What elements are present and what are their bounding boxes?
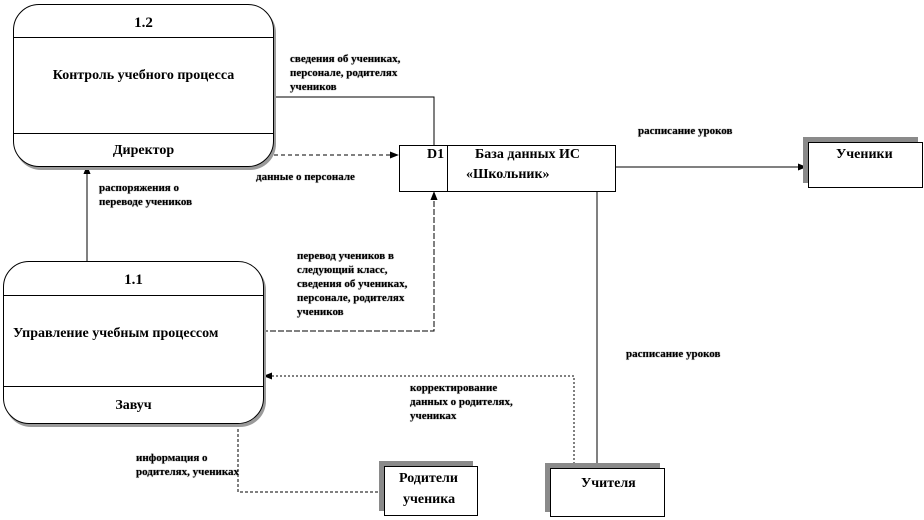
label-db-to-control: сведения об учениках, персонале, родител…	[290, 53, 401, 93]
process-management: 1.1 Управление учебным процессом Завуч	[3, 261, 264, 424]
flow-parents-to-mgmt	[234, 411, 383, 493]
process-name: Контроль учебного процесса	[52, 68, 235, 83]
process-control: 1.2 Контроль учебного процесса Директор	[13, 4, 274, 167]
label-db-to-teachers: расписание уроков	[626, 348, 721, 360]
process-number: 1.2	[134, 15, 153, 31]
datastore-id: D1	[427, 147, 445, 162]
entity-teachers: Учителя	[550, 468, 665, 517]
process-name: Управление учебным процессом	[13, 326, 219, 341]
label-mgmt-to-control: распоряжения о переводе учеников	[99, 182, 193, 208]
process-actor: Директор	[112, 143, 175, 158]
datastore-name-2: «Школьник»	[466, 167, 550, 182]
label-db-to-students: расписание уроков	[638, 125, 733, 137]
entity-parents: Родители ученика	[384, 466, 478, 516]
label-parents-to-mgmt: информация о родителях, учениках	[136, 452, 240, 478]
label-teachers-to-mgmt: корректирование данных о родителях, учен…	[410, 382, 513, 422]
flow-teachers-to-mgmt	[263, 372, 575, 468]
process-number: 1.1	[124, 272, 143, 288]
label-control-to-db: данные о персонале	[256, 171, 355, 183]
flow-db-to-control	[265, 93, 435, 146]
process-actor: Завуч	[115, 398, 152, 413]
flow-mgmt-to-db	[262, 191, 438, 332]
label-mgmt-to-db: перевод учеников в следующий класс, свед…	[297, 250, 408, 318]
entity-students: Ученики	[808, 142, 923, 188]
datastore-d1: D1 База данных ИС «Школьник»	[399, 145, 616, 192]
datastore-name: База данных ИС	[475, 147, 581, 162]
